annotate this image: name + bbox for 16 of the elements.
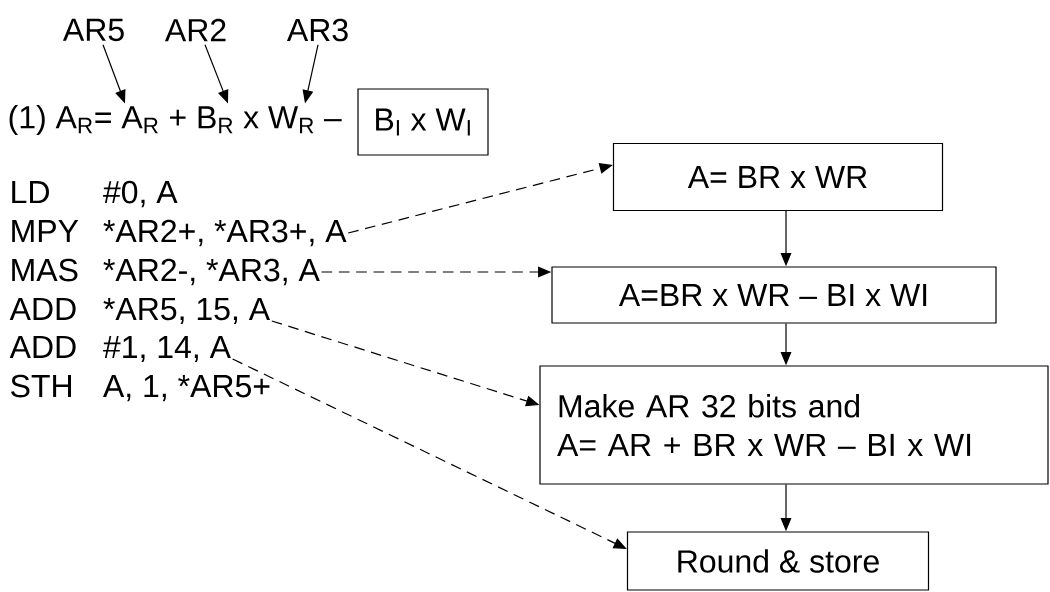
equation: (1) A$_{R}$= A$_{R}$ + B$_{R}$ x W$_{R}$ – xyxy=(9,105,342,135)
code-line: ADD *AR5, 15, A xyxy=(9,297,271,325)
code-line: MAS *AR2-, *AR3, A xyxy=(12,258,320,286)
process-box: Round & store xyxy=(626,531,930,591)
process-box: A=BR x WR – BI x WI xyxy=(551,266,997,324)
dashed-arrow xyxy=(232,358,627,549)
process-box: A= BR x WR xyxy=(612,142,944,212)
code-line: STH A, 1, *AR5+ xyxy=(11,374,270,402)
process-box: Make AR 32 bits and A= AR + BR x WR – BI x WI xyxy=(539,365,1049,485)
register-label: AR5 xyxy=(62,18,124,42)
code-line: LD #0, A xyxy=(12,180,178,208)
code-line: ADD #1, 14, A xyxy=(9,335,231,363)
register-label: AR3 xyxy=(286,18,348,42)
highlight-box: B$_{I}$ x W$_{I}$ xyxy=(357,88,489,156)
code-line: MPY *AR2+, *AR3+, A xyxy=(12,219,347,247)
register-label: AR2 xyxy=(164,18,226,42)
